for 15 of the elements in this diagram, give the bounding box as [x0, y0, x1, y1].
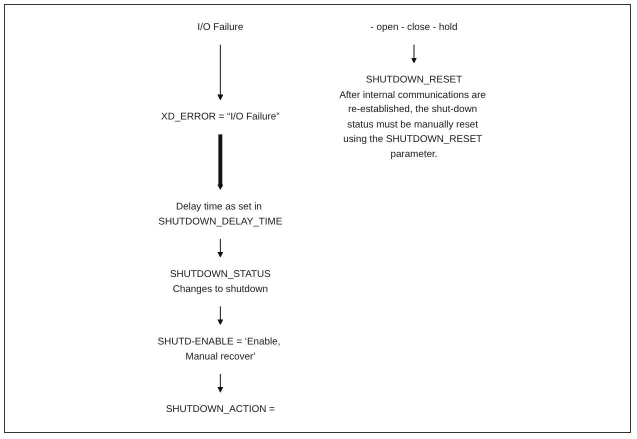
node-text: - open - close - hold [370, 21, 458, 33]
node-text: XD_ERROR = “I/O Failure” [161, 111, 280, 122]
arrow [218, 373, 224, 393]
arrow [411, 44, 418, 64]
node-text: Delay time as set in SHUTDOWN_DELAY_TIME [158, 200, 283, 227]
arrow [218, 134, 224, 190]
node-text: SHUTDOWN_ACTION = [166, 403, 276, 415]
diagram-frame: I/O Failure XD_ERROR = “I/O Failure” Delay time as set in SHUTDOWN_DELAY_TIME SHUTDOWN_STATUS Changes to shutdown SHUTD-ENABLE = ‘Enable, Manual recover' SHUTDOWN_ACTION = - open - close - hold SHUTDOWN_RESET After internal communications are re-established, the shut-down status must be manually reset using the SHUTDOWN_RESET parameter. [4, 4, 631, 433]
arrow [218, 238, 224, 258]
arrow [218, 306, 224, 325]
node-text: I/O Failure [198, 21, 244, 33]
arrow [218, 44, 224, 100]
node-text: SHUTD-ENABLE = ‘Enable, Manual recover' [158, 336, 281, 362]
node-text: SHUTDOWN_STATUS Changes to shutdown [170, 268, 272, 294]
node-text: SHUTDOWN_RESET After internal communications are re-established, the shut-down status must be manually reset using the SHUTDOWN_RESET parameter. [340, 74, 486, 160]
